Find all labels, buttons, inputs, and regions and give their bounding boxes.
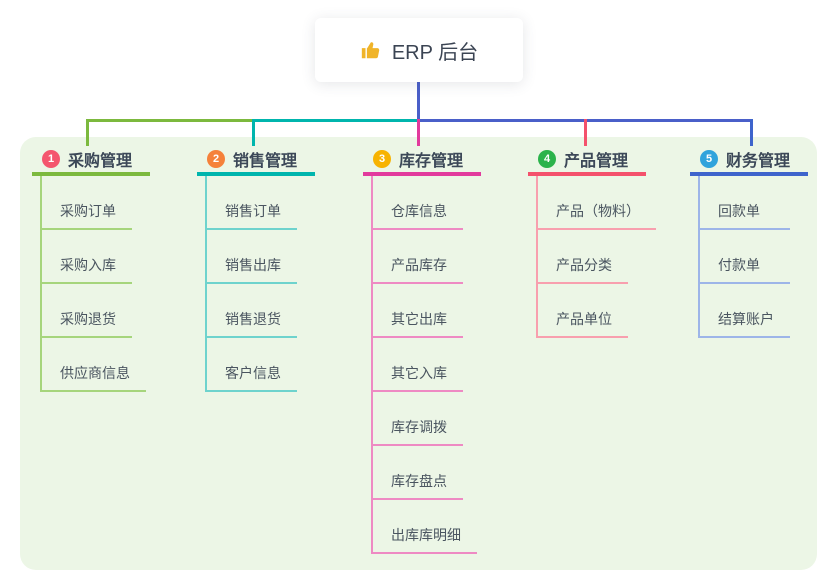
branch-children-3: 仓库信息产品库存其它出库其它入库库存调拨库存盘点出库库明细: [371, 176, 481, 554]
root-node[interactable]: ERP 后台: [315, 18, 523, 82]
bus-segment-1: [86, 119, 253, 122]
child-node[interactable]: 库存调拨: [373, 392, 463, 446]
branch-children-5: 回款单付款单结算账户: [698, 176, 808, 338]
child-node[interactable]: 供应商信息: [42, 338, 146, 392]
child-node[interactable]: 出库库明细: [373, 500, 477, 554]
branch-title-2[interactable]: 2 销售管理: [197, 145, 315, 176]
branch-number-badge: 4: [538, 149, 556, 168]
branch-drop-line-1: [86, 119, 89, 146]
child-node[interactable]: 产品（物料）: [538, 176, 656, 230]
branch-children-1: 采购订单采购入库采购退货供应商信息: [40, 176, 150, 392]
thumbs-up-icon: [360, 39, 382, 61]
child-node[interactable]: 销售订单: [207, 176, 297, 230]
child-node[interactable]: 库存盘点: [373, 446, 463, 500]
branch-title-3[interactable]: 3 库存管理: [363, 145, 481, 176]
branch-label: 产品管理: [564, 152, 629, 170]
branch-title-4[interactable]: 4 产品管理: [528, 145, 646, 176]
bus-segment-2: [253, 119, 419, 122]
child-node[interactable]: 其它出库: [373, 284, 463, 338]
child-node[interactable]: 客户信息: [207, 338, 297, 392]
branch-3: 3 库存管理仓库信息产品库存其它出库其它入库库存调拨库存盘点出库库明细: [363, 145, 481, 554]
branch-title-1[interactable]: 1 采购管理: [32, 145, 150, 176]
child-node[interactable]: 付款单: [700, 230, 790, 284]
branch-number-badge: 1: [42, 149, 60, 168]
branch-children-4: 产品（物料）产品分类产品单位: [536, 176, 656, 338]
child-node[interactable]: 产品单位: [538, 284, 628, 338]
branch-2: 2 销售管理销售订单销售出库销售退货客户信息: [197, 145, 315, 392]
branch-number-badge: 2: [207, 149, 225, 168]
root-connector-line: [417, 82, 420, 120]
child-node[interactable]: 采购退货: [42, 284, 132, 338]
branches-panel: [20, 137, 817, 570]
child-node[interactable]: 产品分类: [538, 230, 628, 284]
branch-5: 5 财务管理回款单付款单结算账户: [690, 145, 808, 338]
branch-label: 销售管理: [233, 152, 298, 170]
branch-children-2: 销售订单销售出库销售退货客户信息: [205, 176, 315, 392]
branch-label: 采购管理: [68, 152, 133, 170]
branch-drop-line-2: [252, 119, 255, 146]
branch-4: 4 产品管理产品（物料）产品分类产品单位: [528, 145, 656, 338]
branch-label: 库存管理: [399, 152, 464, 170]
child-node[interactable]: 采购入库: [42, 230, 132, 284]
branch-drop-line-5: [750, 119, 753, 146]
branch-drop-line-3: [417, 119, 420, 146]
branch-title-5[interactable]: 5 财务管理: [690, 145, 808, 176]
child-node[interactable]: 销售退货: [207, 284, 297, 338]
branch-label: 财务管理: [726, 152, 791, 170]
branch-1: 1 采购管理采购订单采购入库采购退货供应商信息: [32, 145, 150, 392]
branch-drop-line-4: [584, 119, 587, 146]
child-node[interactable]: 销售出库: [207, 230, 297, 284]
child-node[interactable]: 仓库信息: [373, 176, 463, 230]
child-node[interactable]: 采购订单: [42, 176, 132, 230]
branch-number-badge: 5: [700, 149, 718, 168]
child-node[interactable]: 结算账户: [700, 284, 790, 338]
child-node[interactable]: 回款单: [700, 176, 790, 230]
child-node[interactable]: 其它入库: [373, 338, 463, 392]
root-label: ERP 后台: [391, 41, 479, 64]
branch-number-badge: 3: [373, 149, 391, 168]
child-node[interactable]: 产品库存: [373, 230, 463, 284]
